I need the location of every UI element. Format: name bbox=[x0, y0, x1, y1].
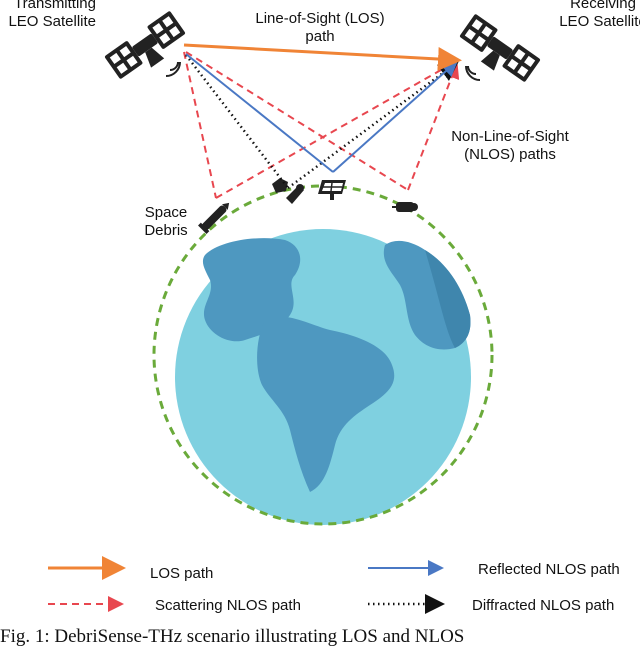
nlos-label: Non-Line-of-Sight (NLOS) paths bbox=[430, 128, 590, 164]
tx-signal-icon bbox=[165, 61, 181, 77]
nlos-label-line1: Non-Line-of-Sight bbox=[451, 128, 569, 145]
receiver-label-line1: Receiving bbox=[570, 0, 636, 12]
reflected-paths bbox=[185, 53, 458, 173]
los-label: Line-of-Sight (LOS) path bbox=[230, 10, 410, 46]
debris-label-line2: Debris bbox=[144, 222, 188, 239]
debris-label-line1: Space bbox=[144, 204, 188, 221]
diffracted-paths bbox=[185, 54, 460, 190]
legend-los-text: LOS path bbox=[150, 565, 214, 582]
transmitting-satellite-icon bbox=[104, 11, 186, 79]
los-label-line1: Line-of-Sight (LOS) bbox=[255, 10, 385, 27]
earth bbox=[175, 229, 471, 525]
debris-label: Space Debris bbox=[136, 204, 196, 240]
transmitter-label-line1: Transmitting bbox=[14, 0, 96, 12]
los-path-arrow bbox=[183, 43, 462, 71]
receiver-label-line2: LEO Satellite bbox=[559, 13, 640, 30]
orbit-ring bbox=[152, 184, 494, 526]
legend-reflected-text: Reflected NLOS path bbox=[478, 561, 620, 578]
transmitter-label: Transmitting LEO Satellite bbox=[0, 0, 96, 31]
legend-scattering-text: Scattering NLOS path bbox=[155, 597, 301, 614]
continent-northwest bbox=[202, 238, 301, 342]
transmitter-label-line2: LEO Satellite bbox=[8, 13, 96, 30]
figure-caption: Fig. 1: DebriSense-THz scenario illustra… bbox=[0, 626, 465, 647]
debris-probe-icon bbox=[392, 202, 418, 212]
nlos-label-line2: (NLOS) paths bbox=[464, 146, 556, 163]
continent-south bbox=[257, 316, 395, 492]
debris-panel-icon bbox=[318, 180, 346, 200]
legend-diffracted-text: Diffracted NLOS path bbox=[472, 597, 615, 614]
los-label-line2: path bbox=[305, 28, 335, 45]
receiving-satellite-icon bbox=[459, 14, 541, 82]
scattering-paths bbox=[183, 51, 460, 199]
debris-rocket-icon bbox=[198, 202, 230, 234]
receiver-label: Receiving LEO Satellite bbox=[548, 0, 640, 31]
rx-signal-icon bbox=[465, 65, 481, 81]
